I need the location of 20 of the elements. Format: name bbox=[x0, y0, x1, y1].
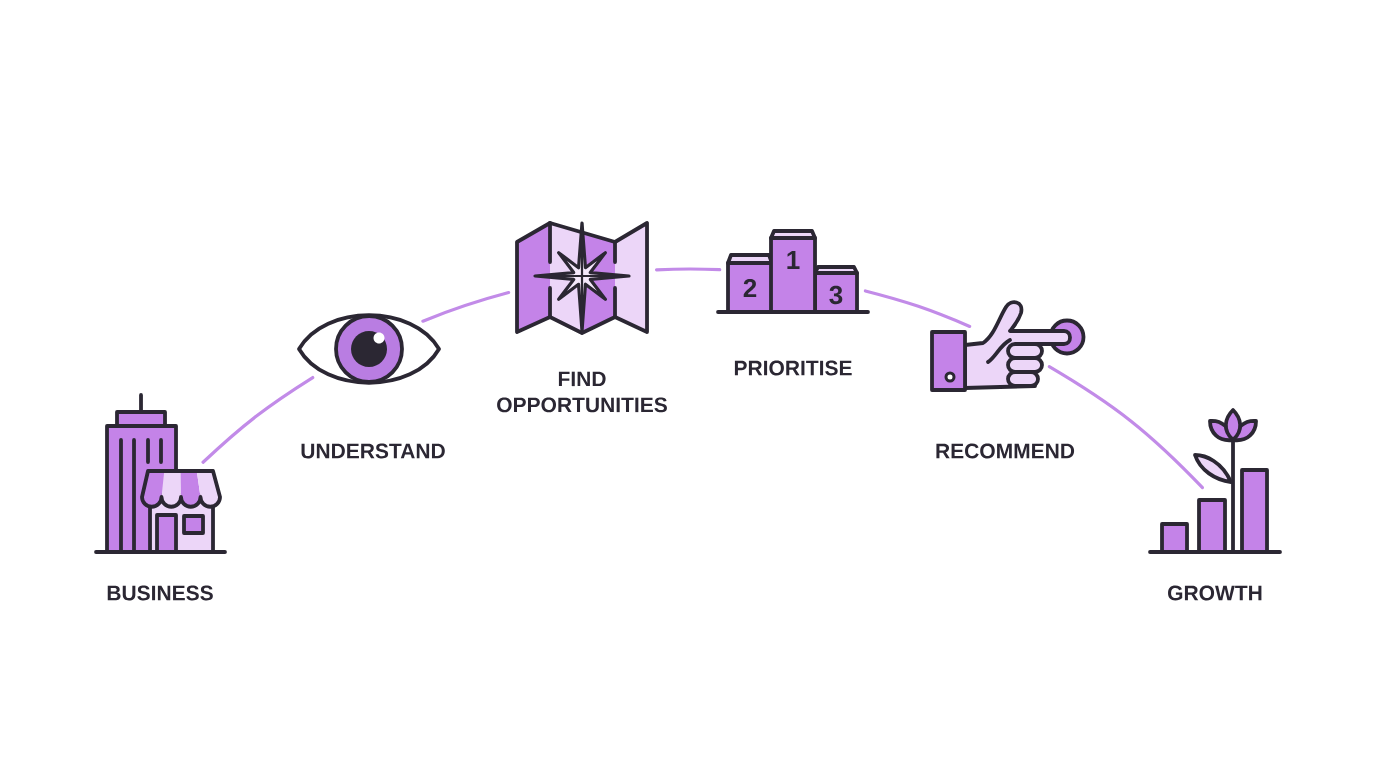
connector-line bbox=[201, 375, 315, 464]
connector-line bbox=[863, 289, 972, 328]
eye-icon bbox=[297, 313, 441, 385]
step-label: PRIORITISE bbox=[734, 360, 852, 376]
map-compass-icon bbox=[515, 221, 649, 335]
podium-number: 3 bbox=[829, 285, 843, 305]
step-label: BUSINESS bbox=[107, 585, 213, 601]
connector-line bbox=[421, 290, 511, 323]
podium-number: 1 bbox=[787, 251, 800, 269]
step-label: FIND OPPORTUNITIES bbox=[497, 371, 667, 413]
connector-line bbox=[654, 267, 722, 272]
pointing-hand-icon bbox=[930, 300, 1086, 392]
step-label: RECOMMEND bbox=[936, 443, 1075, 459]
connector-line bbox=[1047, 365, 1205, 490]
building-icon bbox=[94, 393, 227, 554]
podium-icon bbox=[716, 229, 870, 314]
step-label: GROWTH bbox=[1168, 585, 1262, 601]
step-label: UNDERSTAND bbox=[301, 443, 445, 459]
podium-number: 2 bbox=[743, 278, 757, 298]
plant-bar-chart-icon bbox=[1148, 408, 1282, 554]
